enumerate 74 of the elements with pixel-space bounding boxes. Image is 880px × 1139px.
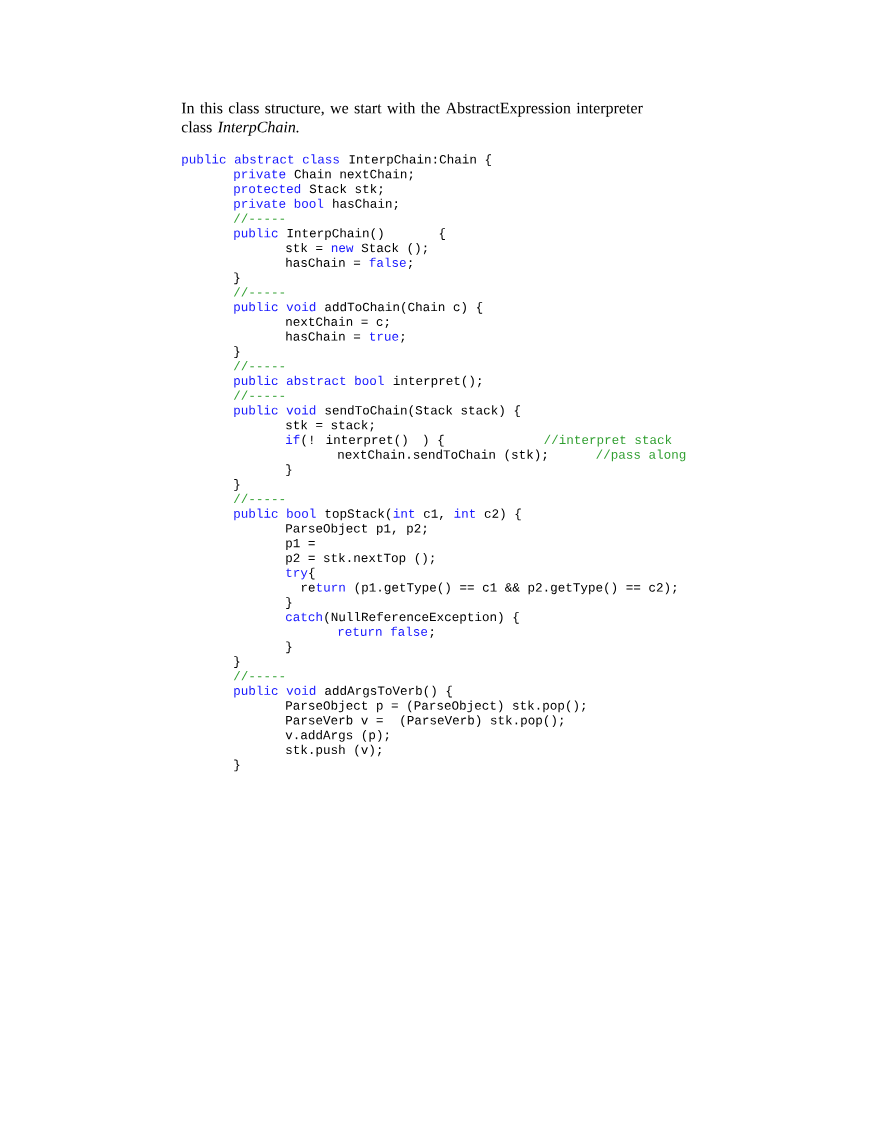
code-text: stk.push (v); — [286, 744, 381, 757]
code-text: } — [234, 759, 240, 772]
code-keyword: protected — [234, 183, 301, 196]
intro-paragraph: In this class structure, we start with the AbstractExpression interpreter class InterpChain. — [181, 102, 643, 136]
code-keyword: public void — [234, 405, 316, 418]
code-text: c2) { — [484, 508, 521, 521]
code-keyword: private bool — [234, 198, 324, 211]
code-text: (! interpret() — [302, 434, 407, 447]
code-text: p1 = — [286, 538, 315, 550]
code-keyword: public void — [234, 301, 316, 314]
code-text: } — [234, 272, 240, 285]
code-text: ; — [401, 333, 405, 343]
code-comment: //pass along — [596, 449, 686, 462]
code-comment: //----- — [233, 213, 285, 223]
code-text: nextChain = c; — [286, 316, 389, 329]
code-text: { — [439, 228, 445, 240]
code-keyword: catch — [286, 611, 322, 622]
code-text: addToChain(Chain c) { — [325, 301, 483, 314]
code-keyword: int — [454, 508, 475, 518]
code-text: InterpChain() — [287, 228, 383, 240]
code-text: stk = — [286, 242, 323, 253]
code-text: { — [309, 567, 315, 580]
code-text: ; — [430, 629, 434, 639]
code-text: } — [234, 656, 240, 668]
code-comment: //----- — [233, 671, 285, 681]
code-keyword: if — [286, 434, 300, 444]
code-comment: //interpret stack — [544, 434, 672, 447]
code-keyword: new — [331, 245, 354, 253]
code-comment: //----- — [233, 361, 285, 371]
code-text: } — [286, 464, 292, 477]
code-text: c1, — [424, 509, 443, 520]
code-text: stk = stack; — [286, 420, 374, 432]
code-text: ParseVerb v = — [286, 715, 383, 725]
code-text: ParseObject p1, p2; — [286, 523, 427, 536]
code-keyword: public abstract class — [182, 154, 339, 167]
code-text: re — [301, 584, 315, 592]
code-comment: //----- — [233, 390, 285, 400]
code-text: v.addArgs (p); — [285, 730, 389, 742]
code-text: } — [234, 346, 240, 358]
code-text: } — [286, 597, 292, 609]
code-text: ) { — [424, 434, 444, 447]
code-text: sendToChain(Stack stack) { — [325, 405, 520, 418]
code-text: p2 = stk.nextTop (); — [286, 552, 434, 565]
code-text: (p1.getType() == c1 && p2.getType() == c2); — [355, 582, 676, 595]
code-keyword: true — [369, 332, 399, 341]
code-text: nextChain.sendToChain (stk); — [338, 449, 547, 462]
code-text: hasChain = — [286, 257, 361, 267]
code-keyword: false — [369, 257, 406, 267]
code-text: (ParseVerb) stk.pop(); — [401, 715, 563, 727]
code-text: hasChain = — [286, 331, 361, 341]
code-text: (NullReferenceException) { — [325, 611, 519, 624]
code-keyword: return false — [338, 626, 428, 636]
code-keyword: public void — [234, 685, 316, 698]
code-text: topStack( — [325, 508, 391, 521]
code-text: Stack stk; — [309, 183, 383, 196]
code-text: interpret(); — [393, 375, 481, 388]
code-text: } — [234, 479, 240, 491]
code-keyword: public — [234, 228, 278, 240]
code-keyword: public abstract bool — [234, 375, 384, 388]
code-keyword: private — [234, 169, 286, 181]
code-comment: //----- — [233, 493, 285, 504]
code-keyword: turn — [316, 583, 345, 592]
code-keyword: try — [286, 568, 308, 580]
code-text: } — [286, 641, 292, 654]
code-text: ; — [408, 260, 412, 270]
code-comment: //----- — [233, 287, 285, 297]
code-keyword: int — [393, 508, 415, 518]
code-text: Stack (); — [361, 242, 427, 255]
code-text: addArgsToVerb() { — [325, 685, 452, 698]
code-text: InterpChain:Chain { — [349, 154, 491, 167]
code-keyword: public bool — [234, 508, 316, 521]
code-text: ParseObject p = (ParseObject) stk.pop(); — [286, 700, 585, 713]
code-text: hasChain; — [333, 198, 398, 210]
code-text: Chain nextChain; — [294, 169, 413, 181]
